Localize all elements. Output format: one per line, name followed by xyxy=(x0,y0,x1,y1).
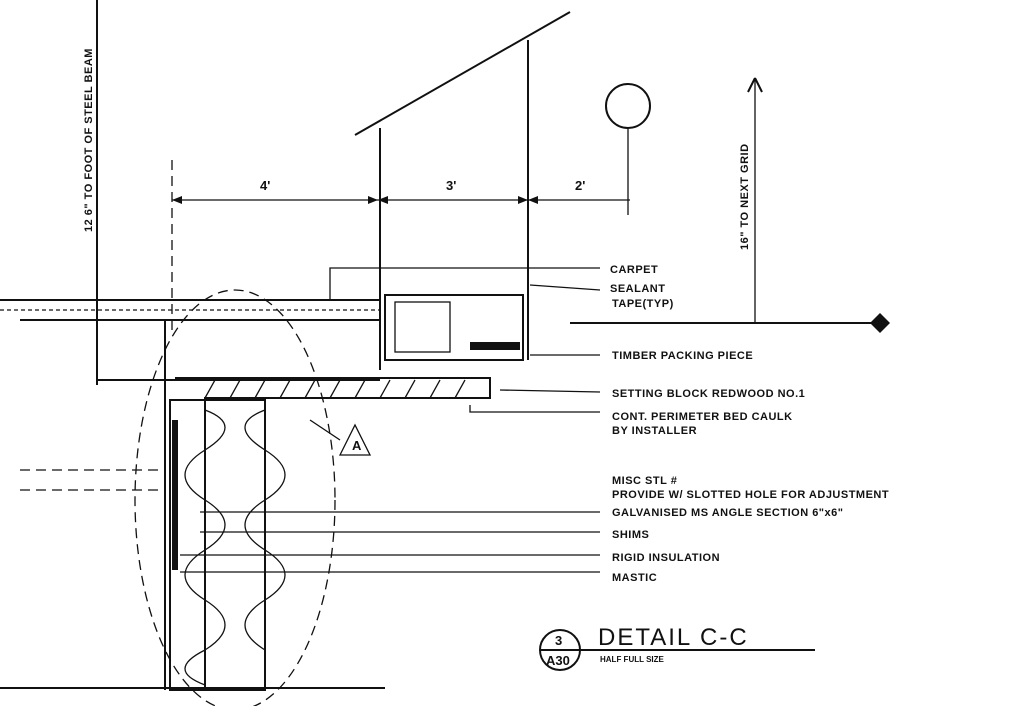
glazing-unit xyxy=(384,294,524,361)
batt-insulation xyxy=(184,409,286,686)
sloped-glazing-line xyxy=(354,11,571,136)
label-caulk-2: BY INSTALLER xyxy=(612,425,697,437)
label-caulk-1: CONT. PERIMETER BED CAULK xyxy=(612,411,793,423)
right-dimension-text: 16" TO NEXT GRID xyxy=(739,143,751,250)
timber-packing xyxy=(470,342,520,350)
grid-bubble xyxy=(605,83,651,129)
detail-sheet: A30 xyxy=(546,653,570,668)
label-sealant-1: SEALANT xyxy=(610,283,665,295)
revision-triangle-text: A xyxy=(352,438,362,453)
detail-title: DETAIL C-C xyxy=(598,624,749,651)
left-dimension-text: 12 6" TO FOOT OF STEEL BEAM xyxy=(83,48,95,232)
detail-number: 3 xyxy=(555,633,562,648)
level-diamond-icon xyxy=(870,313,890,333)
caulk-leader xyxy=(469,405,600,413)
setting-block-leader xyxy=(499,389,601,393)
label-misc-1: MISC STL # xyxy=(612,475,677,487)
revision-triangle xyxy=(338,423,372,456)
angle-hatch xyxy=(204,379,466,399)
arrow-up-icon xyxy=(747,77,763,93)
rigid-insulation xyxy=(172,420,178,570)
label-setting-block: SETTING BLOCK REDWOOD NO.1 xyxy=(612,388,805,400)
label-rigid: RIGID INSULATION xyxy=(612,552,720,564)
span-2-text: 3' xyxy=(446,178,456,193)
label-carpet: CARPET xyxy=(610,264,658,276)
span-1-text: 4' xyxy=(260,178,270,193)
triangle-leader xyxy=(309,419,341,441)
sealant-leader xyxy=(529,284,601,291)
detail-scale: HALF FULL SIZE xyxy=(600,655,665,664)
glazing-inner xyxy=(394,301,451,353)
span-3-text: 2' xyxy=(575,178,585,193)
label-shims: SHIMS xyxy=(612,529,649,541)
label-timber: TIMBER PACKING PIECE xyxy=(612,350,753,362)
label-misc-2: PROVIDE W/ SLOTTED HOLE FOR ADJUSTMENT xyxy=(612,489,889,501)
steel-angle xyxy=(175,377,491,690)
revision-cloud xyxy=(134,289,336,706)
insulation-wall xyxy=(169,399,266,691)
label-sealant-2: TAPE(TYP) xyxy=(612,298,674,310)
detail-title-block: 3 A30 DETAIL C-C HALF FULL SIZE xyxy=(539,624,815,671)
carpet-leader xyxy=(329,267,600,300)
label-angle: GALVANISED MS ANGLE SECTION 6"x6" xyxy=(612,507,843,519)
label-mastic: MASTIC xyxy=(612,572,657,584)
